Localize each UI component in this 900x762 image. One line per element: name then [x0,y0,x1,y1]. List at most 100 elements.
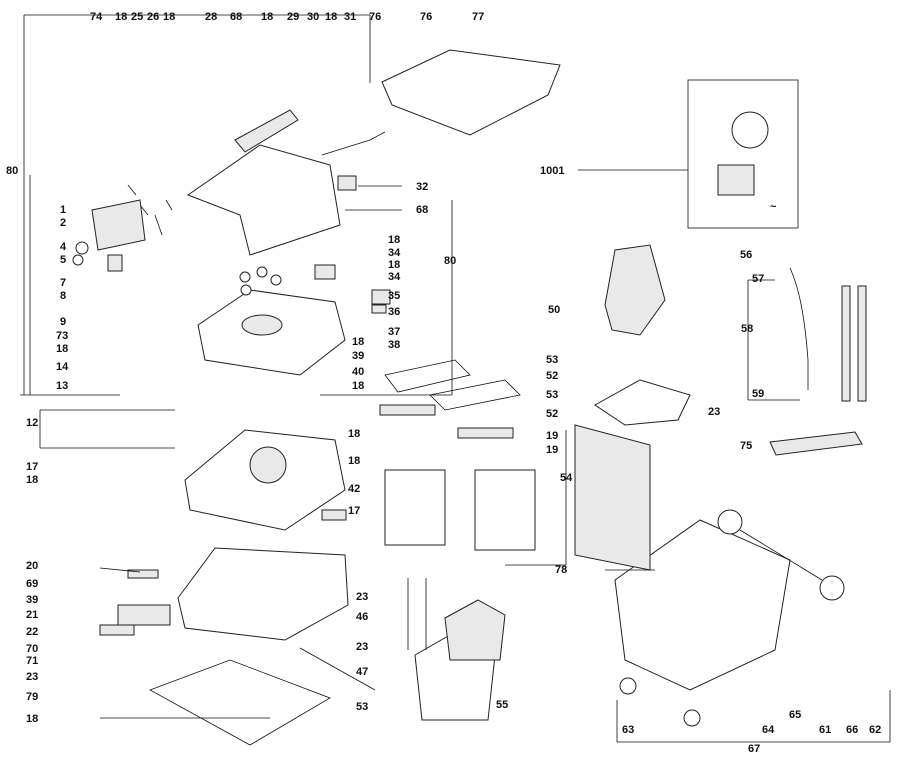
filter-cartridge-1 [384,469,446,546]
callout-67: 67 [748,743,760,755]
callout-80a: 80 [6,165,18,177]
inset-switch [717,164,755,196]
callout-23c: 23 [356,641,368,653]
filter-cartridge-2 [474,469,536,551]
callout-57: 57 [752,273,764,285]
callout-22: 22 [26,626,38,638]
callout-35: 35 [388,290,400,302]
callout-23a: 23 [26,671,38,683]
callout-56: 56 [740,249,752,261]
callout-39a: 39 [352,350,364,362]
electronic-module [371,289,391,305]
washer-d [240,284,252,296]
callout-36: 36 [388,306,400,318]
callout-74: 74 [90,11,103,23]
callout-18c: 18 [261,11,273,23]
knob-5 [72,254,84,266]
callout-18h: 18 [388,259,400,271]
callout-75: 75 [740,440,752,452]
callout-71: 71 [26,655,38,667]
callout-labels: 74 18 25 26 18 28 68 18 29 30 18 31 76 7… [6,11,881,755]
axle [739,529,823,581]
callout-39b: 39 [26,594,38,606]
capacitor [314,264,336,280]
bar-52a [379,404,436,416]
wheel-61 [819,575,845,601]
power-cord [321,131,386,156]
callout-9: 9 [60,316,66,328]
trim-strip [127,569,159,579]
callout-13: 13 [56,380,68,392]
callout-76b: 76 [420,11,432,23]
callout-34a: 34 [388,247,401,259]
rating-plate [99,624,135,636]
callout-32: 32 [416,181,428,193]
callout-65: 65 [789,709,801,721]
seal-ring [149,659,331,746]
callout-5: 5 [60,254,66,266]
callout-26: 26 [147,11,159,23]
callout-37: 37 [388,326,400,338]
callout-23b: 23 [356,591,368,603]
callout-18f: 18 [26,474,38,486]
callout-58: 58 [741,323,753,335]
callout-47: 47 [356,666,368,678]
callout-28: 28 [205,11,217,23]
callout-7: 7 [60,277,66,289]
top-cover [186,144,341,256]
callout-14: 14 [56,361,69,373]
callout-19a: 19 [546,430,558,442]
base-housing [177,547,349,641]
inset-motor-symbol [731,111,769,149]
callout-18a: 18 [115,11,127,23]
callout-73: 73 [56,330,68,342]
callout-40: 40 [352,366,364,378]
callout-18i: 18 [352,336,364,348]
parts-artwork [72,49,867,746]
label-17 [321,509,347,521]
callout-53c: 53 [546,389,558,401]
floor-nozzle [769,431,863,456]
callout-17b: 17 [348,505,360,517]
hose [789,267,809,390]
callout-55: 55 [496,699,508,711]
stand-23 [594,379,691,426]
callout-77: 77 [472,11,484,23]
callout-53b: 53 [546,354,558,366]
dirt-container [614,519,791,691]
handle-grip [117,604,171,626]
callout-76a: 76 [369,11,381,23]
callout-34b: 34 [388,271,401,283]
callout-1001: 1001 [540,165,564,177]
knob-4 [75,241,89,255]
callout-31: 31 [344,11,356,23]
tube-56a [841,285,851,402]
callout-19b: 19 [546,444,558,456]
callout-53a: 53 [356,701,368,713]
bar-52b [457,427,514,439]
switch-panel [91,199,146,251]
washer-c [270,274,282,286]
wheel-left [717,509,743,535]
callout-79: 79 [26,691,38,703]
callout-25: 25 [131,11,143,23]
callout-68b: 68 [416,204,428,216]
cover-handle [234,109,299,153]
screw-3 [154,214,163,236]
gasket-53b [429,379,521,411]
screw-4 [165,199,173,211]
callout-70: 70 [26,643,38,655]
callout-59: 59 [752,388,764,400]
callout-62: 62 [869,724,881,736]
callout-30: 30 [307,11,319,23]
callout-18e: 18 [56,343,68,355]
filter-frame [574,424,651,571]
callout-80b: 80 [444,255,456,267]
top-tray [381,49,561,136]
washer-a [239,271,251,283]
callout-4: 4 [60,241,67,253]
callout-29: 29 [287,11,299,23]
callout-18g: 18 [388,234,400,246]
caster-64 [683,709,701,727]
